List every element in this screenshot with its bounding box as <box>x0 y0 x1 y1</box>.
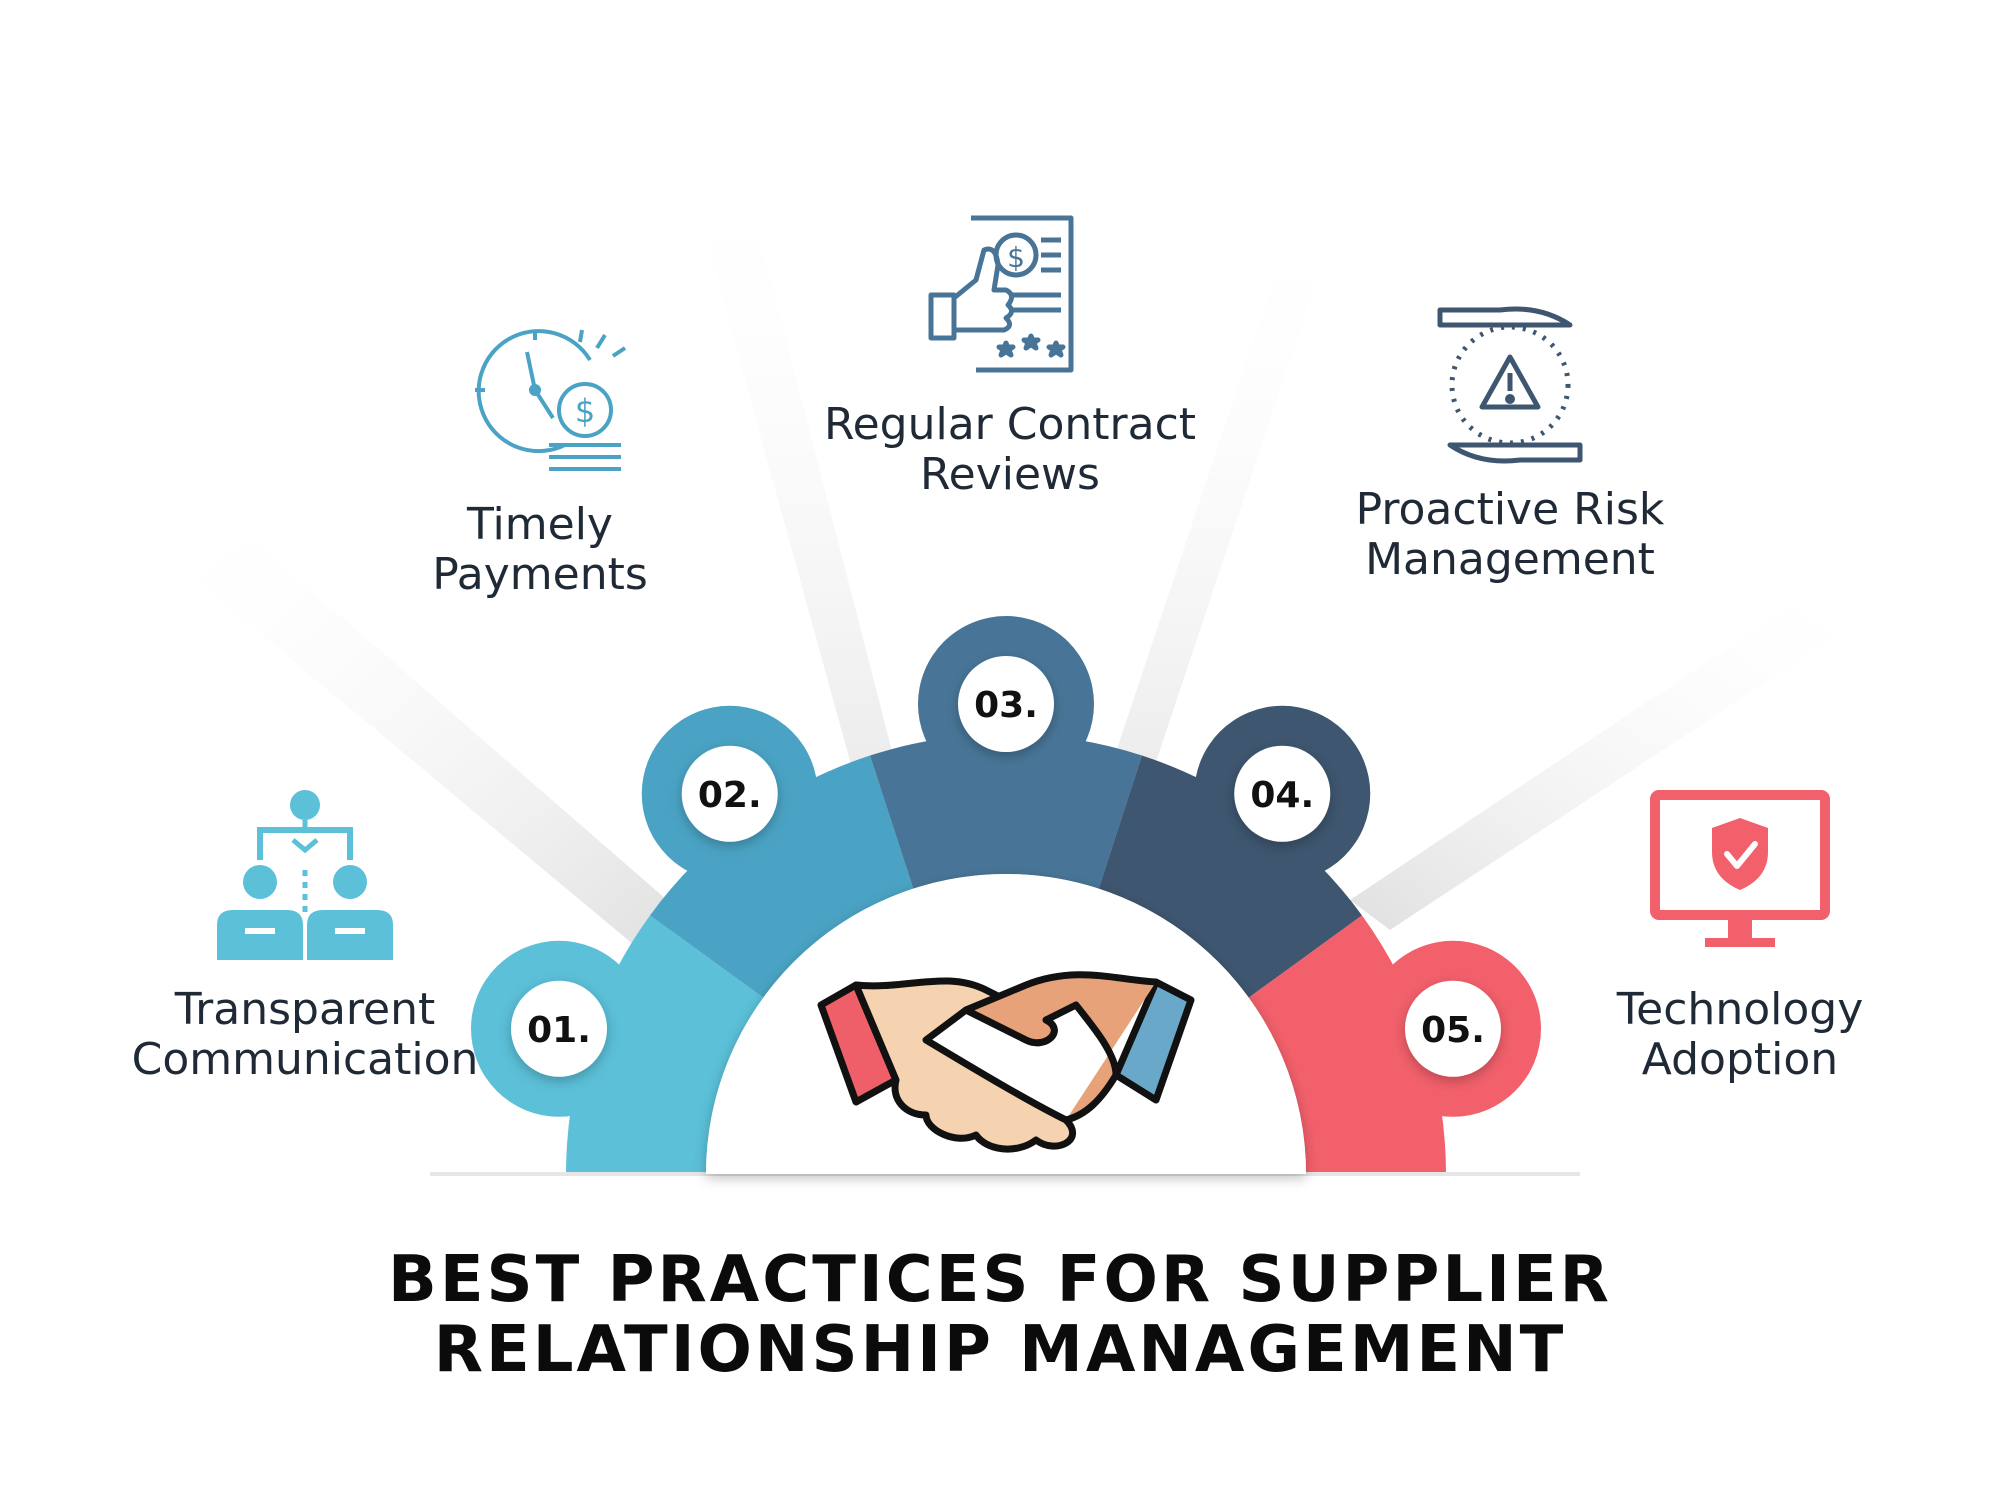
label-transparent-communication: Transparent Communication <box>110 985 500 1085</box>
team-hierarchy-icon <box>217 790 393 960</box>
ray-1 <box>160 520 690 950</box>
svg-text:$: $ <box>1007 241 1025 274</box>
svg-text:$: $ <box>575 392 595 430</box>
number-badge-2 <box>681 745 778 842</box>
page-title: BEST PRACTICES FOR SUPPLIER RELATIONSHIP… <box>0 1245 2000 1385</box>
number-badge-4 <box>1234 745 1331 842</box>
label-line: Adoption <box>1641 1034 1839 1085</box>
number-label-1: 01. <box>527 1010 591 1051</box>
number-label-2: 02. <box>698 775 762 816</box>
ring-segment-3 <box>870 734 1142 889</box>
ray-3 <box>1080 200 1340 870</box>
ray-4 <box>1350 580 1860 930</box>
monitor-shield-icon <box>1650 790 1830 947</box>
label-line: Proactive Risk <box>1355 484 1665 535</box>
label-timely-payments: Timely Payments <box>390 500 690 600</box>
ring-segment-4 <box>1098 755 1362 998</box>
clock-coins-icon: $ <box>475 329 627 471</box>
label-line: Management <box>1365 534 1655 585</box>
label-line: Timely <box>467 499 613 550</box>
title-line-2: RELATIONSHIP MANAGEMENT <box>433 1313 1567 1387</box>
hands-warning-icon <box>1437 306 1583 464</box>
number-badges: 01. 02. 03. 04. 05. <box>511 656 1501 1077</box>
handshake-icon <box>817 971 1195 1153</box>
label-line: Communication <box>131 1034 479 1085</box>
number-label-3: 03. <box>974 685 1038 726</box>
background-rays <box>160 160 1860 950</box>
label-line: Technology <box>1616 984 1864 1035</box>
title-line-1: BEST PRACTICES FOR SUPPLIER <box>388 1243 1612 1317</box>
label-proactive-risk-management: Proactive Risk Management <box>1330 485 1690 585</box>
number-badge-1 <box>511 980 608 1077</box>
contract-thumbs-up-icon: $ <box>928 215 1074 373</box>
label-technology-adoption: Technology Adoption <box>1580 985 1900 1085</box>
ray-2 <box>690 160 920 870</box>
ring-segment-2 <box>650 755 914 998</box>
label-regular-contract-reviews: Regular Contract Reviews <box>800 400 1220 500</box>
label-line: Reviews <box>920 449 1100 500</box>
number-badge-5 <box>1404 980 1501 1077</box>
number-label-4: 04. <box>1250 775 1314 816</box>
number-badge-3 <box>958 656 1054 752</box>
label-line: Regular Contract <box>823 399 1197 450</box>
label-line: Transparent <box>174 984 436 1035</box>
label-line: Payments <box>432 549 648 600</box>
number-label-5: 05. <box>1421 1010 1485 1051</box>
